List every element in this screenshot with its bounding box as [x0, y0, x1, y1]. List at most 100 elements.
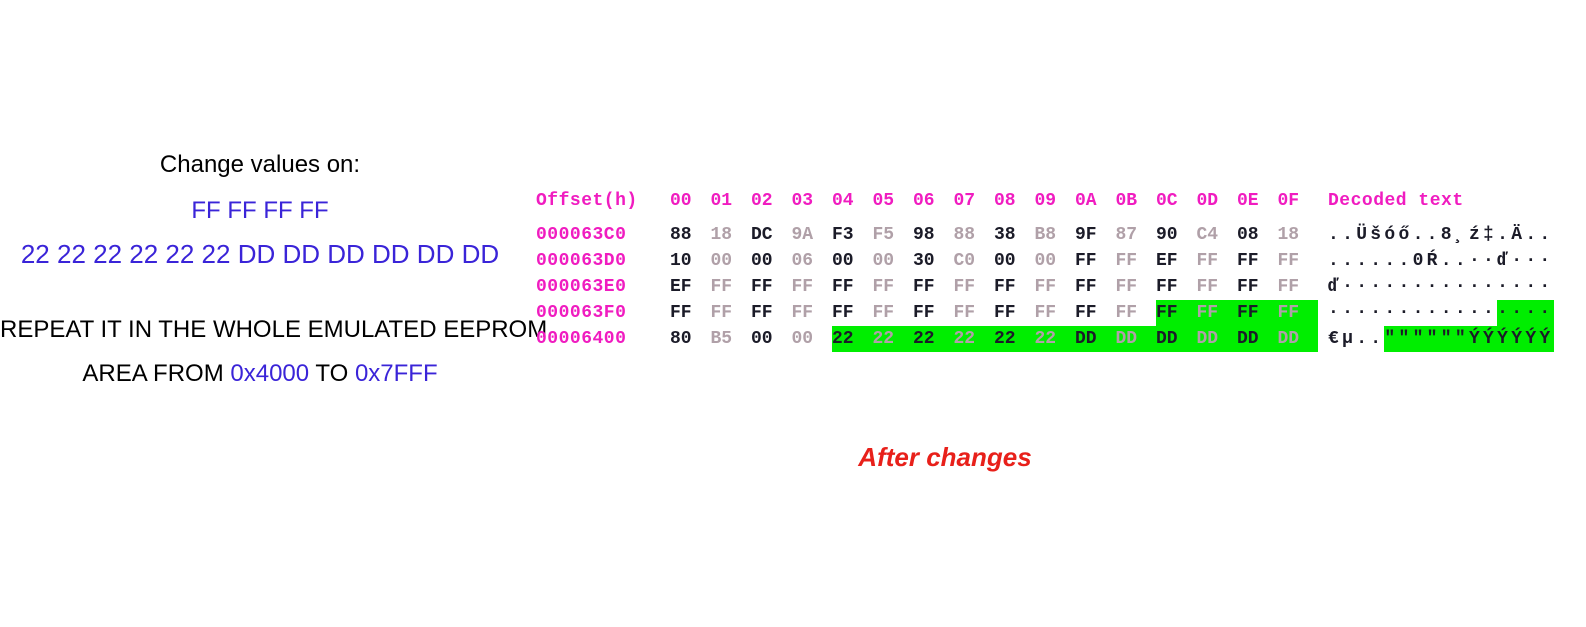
decoded-char: Ä — [1511, 225, 1523, 245]
hex-byte[interactable]: DD — [1196, 326, 1237, 352]
hex-byte[interactable]: 06 — [791, 251, 814, 271]
hex-byte[interactable]: FF — [1115, 303, 1138, 323]
hex-byte[interactable]: FF — [670, 303, 692, 323]
hex-byte[interactable]: DD — [1075, 326, 1116, 352]
hex-byte[interactable]: FF — [710, 277, 733, 297]
hex-byte[interactable]: FF — [791, 277, 814, 297]
row-decoded-text[interactable]: ················ — [1318, 300, 1558, 326]
hex-byte[interactable]: F3 — [832, 225, 854, 245]
hex-byte[interactable]: FF — [1075, 277, 1097, 297]
hex-byte[interactable]: 22 — [872, 326, 913, 352]
hex-byte[interactable]: FF — [994, 277, 1016, 297]
hex-byte[interactable]: 22 — [913, 326, 954, 352]
hex-byte[interactable]: 88 — [670, 225, 692, 245]
hex-byte[interactable]: DD — [1156, 326, 1197, 352]
hex-byte[interactable]: 90 — [1156, 225, 1178, 245]
hex-byte[interactable]: 22 — [953, 326, 994, 352]
hex-byte[interactable]: 9A — [791, 225, 814, 245]
hex-byte[interactable]: FF — [1196, 277, 1219, 297]
row-bytes[interactable]: 10 00 00 06 00 00 30 C0 00 00 FF FF EF FF FF FF — [670, 248, 1318, 274]
hex-byte[interactable]: C4 — [1196, 225, 1219, 245]
hex-byte[interactable]: FF — [1237, 300, 1278, 326]
row-bytes[interactable]: EF FF FF FF FF FF FF FF FF FF FF FF FF FF FF FF — [670, 274, 1318, 300]
hex-byte[interactable]: FF — [1075, 303, 1097, 323]
hex-byte[interactable]: FF — [751, 277, 773, 297]
hex-byte[interactable]: 00 — [751, 329, 773, 349]
hex-byte[interactable]: 22 — [994, 326, 1035, 352]
hex-byte[interactable]: C0 — [953, 251, 976, 271]
hex-byte[interactable]: FF — [710, 303, 733, 323]
hex-byte[interactable]: 00 — [832, 251, 854, 271]
hex-byte[interactable]: FF — [953, 277, 976, 297]
row-bytes[interactable]: 88 18 DC 9A F3 F5 98 88 38 B8 9F 87 90 C4 08 18 — [670, 222, 1318, 248]
hex-byte[interactable]: FF — [1034, 303, 1057, 323]
hex-byte[interactable]: FF — [1115, 277, 1138, 297]
hex-byte[interactable]: FF — [1237, 277, 1259, 297]
hex-byte[interactable]: FF — [994, 303, 1016, 323]
hex-byte[interactable]: FF — [1277, 251, 1300, 271]
hex-byte[interactable]: 00 — [791, 329, 814, 349]
hex-byte[interactable]: B5 — [710, 329, 733, 349]
hex-byte[interactable]: 98 — [913, 225, 935, 245]
hex-byte[interactable]: FF — [751, 303, 773, 323]
hex-byte[interactable]: DD — [1237, 326, 1278, 352]
hex-byte[interactable]: FF — [1034, 277, 1057, 297]
hex-byte[interactable]: FF — [1237, 251, 1259, 271]
hex-byte[interactable]: 30 — [913, 251, 935, 271]
hex-byte[interactable]: EF — [1156, 251, 1178, 271]
hex-byte[interactable]: FF — [1196, 251, 1219, 271]
hex-byte[interactable]: DD — [1277, 326, 1318, 352]
hex-byte[interactable]: FF — [1075, 251, 1097, 271]
hex-byte[interactable]: B8 — [1034, 225, 1057, 245]
hex-byte[interactable]: FF — [872, 303, 895, 323]
hex-byte[interactable]: FF — [913, 277, 935, 297]
hex-byte[interactable]: 00 — [710, 251, 733, 271]
hex-byte[interactable]: FF — [1156, 300, 1197, 326]
hex-byte[interactable]: FF — [832, 303, 854, 323]
hex-byte[interactable]: FF — [1115, 251, 1138, 271]
hex-byte[interactable]: FF — [791, 303, 814, 323]
hex-byte[interactable]: DC — [751, 225, 773, 245]
hex-byte[interactable]: 00 — [1034, 251, 1057, 271]
hex-byte[interactable]: FF — [1156, 277, 1178, 297]
hex-byte[interactable]: 18 — [1277, 225, 1300, 245]
hex-byte[interactable]: 22 — [832, 326, 873, 352]
hex-byte[interactable]: 00 — [994, 251, 1016, 271]
hex-byte[interactable]: 00 — [751, 251, 773, 271]
hex-byte[interactable]: FF — [913, 303, 935, 323]
hex-byte[interactable]: FF — [1196, 300, 1237, 326]
decoded-char: Ý — [1483, 326, 1498, 352]
hex-byte[interactable]: FF — [872, 277, 895, 297]
hex-byte[interactable]: 00 — [872, 251, 895, 271]
hex-byte[interactable]: 18 — [710, 225, 733, 245]
hex-byte[interactable]: FF — [953, 303, 976, 323]
hex-byte[interactable]: 08 — [1237, 225, 1259, 245]
hex-byte[interactable]: FF — [832, 277, 854, 297]
hex-byte[interactable]: 9F — [1075, 225, 1097, 245]
hex-byte[interactable]: 87 — [1115, 225, 1138, 245]
hex-byte[interactable]: EF — [670, 277, 692, 297]
hex-byte[interactable]: FF — [1277, 300, 1318, 326]
hex-byte[interactable]: F5 — [872, 225, 895, 245]
row-decoded-text[interactable]: ď··············· — [1318, 274, 1558, 300]
decoded-char: . — [1356, 251, 1367, 271]
hex-byte[interactable]: DD — [1115, 326, 1156, 352]
hex-byte[interactable]: 88 — [953, 225, 976, 245]
hex-byte[interactable]: 10 — [670, 251, 692, 271]
decoded-char: " — [1412, 326, 1427, 352]
hex-byte[interactable]: 80 — [670, 329, 692, 349]
hex-byte[interactable]: 38 — [994, 225, 1016, 245]
hex-byte[interactable]: FF — [1277, 277, 1300, 297]
hex-byte[interactable]: 22 — [1034, 326, 1075, 352]
byte-column-header: 06 — [913, 191, 935, 211]
